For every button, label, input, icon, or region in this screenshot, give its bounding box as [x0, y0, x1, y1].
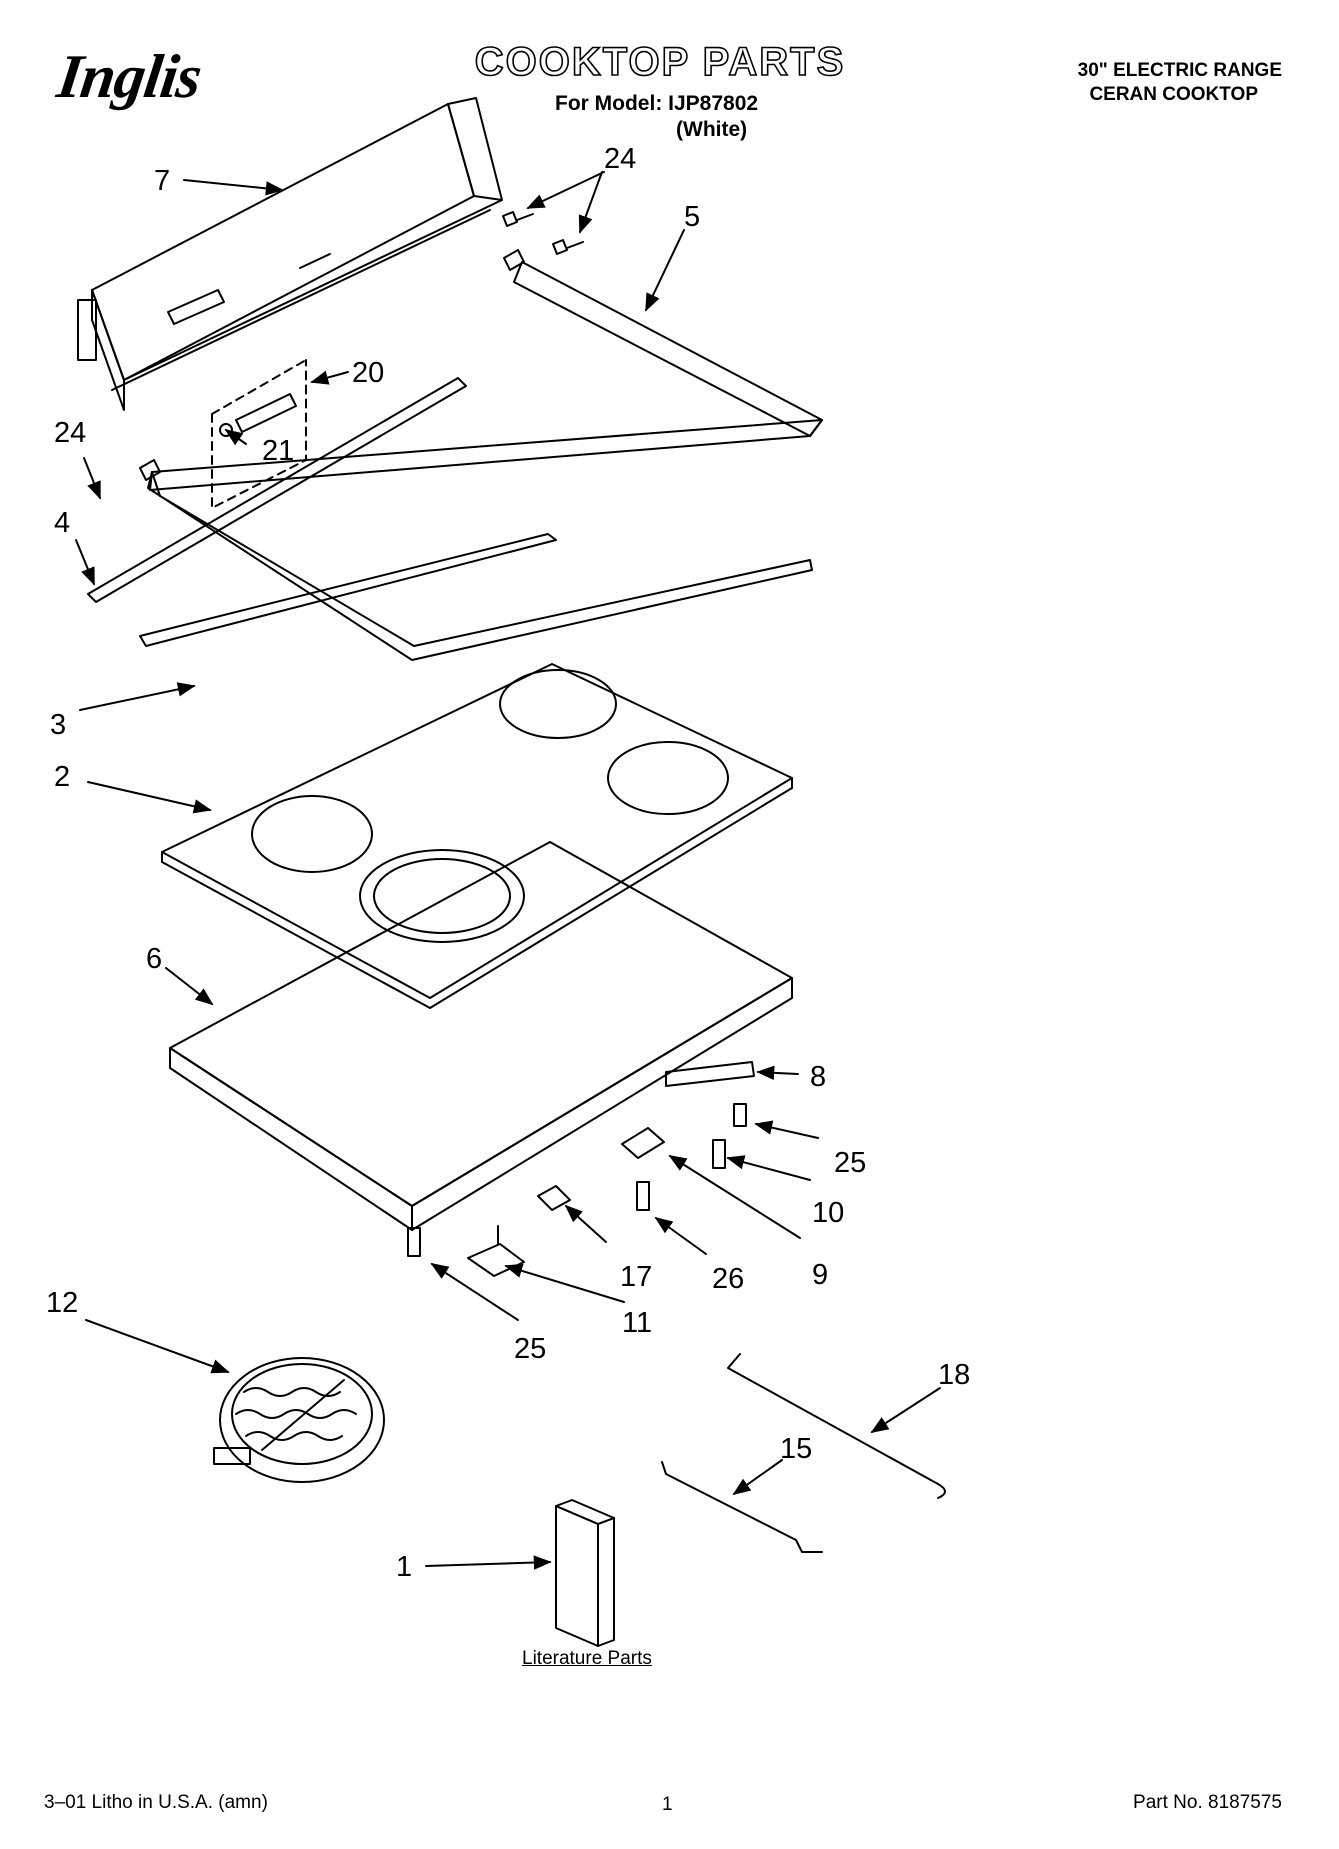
- callout-1: 1: [396, 1551, 412, 1583]
- callout-6: 6: [146, 943, 162, 975]
- part-9-clip: [621, 1127, 665, 1159]
- part-1-literature: [555, 1499, 615, 1647]
- callout-24-left: 24: [54, 417, 86, 449]
- part-number: Part No. 8187575: [1133, 1792, 1282, 1813]
- part-12-element: [213, 1357, 385, 1483]
- part-8-bracket: [665, 1061, 755, 1087]
- part-11-terminal-block: [467, 1225, 525, 1277]
- callout-9: 9: [812, 1259, 828, 1291]
- screws-lower: [407, 1103, 747, 1257]
- part-17-nut: [537, 1185, 571, 1211]
- callout-17: 17: [620, 1261, 652, 1293]
- callout-5: 5: [684, 201, 700, 233]
- part-18-rod: [727, 1353, 946, 1499]
- callout-20: 20: [352, 357, 384, 389]
- print-info: 3–01 Litho in U.S.A. (amn): [44, 1792, 268, 1813]
- part-3-gasket: [139, 533, 557, 647]
- part-24-screws-top: [502, 211, 584, 255]
- callout-26: 26: [712, 1263, 744, 1295]
- part-20-21-badge: [211, 359, 307, 509]
- part-15-rod: [661, 1461, 823, 1553]
- part-7-backguard: [77, 97, 503, 411]
- page-number: 1: [662, 1794, 673, 1815]
- callout-24-top: 24: [604, 143, 636, 175]
- leader-arrows: [75, 171, 941, 1570]
- part-6-base: [169, 841, 793, 1231]
- callout-3: 3: [50, 709, 66, 741]
- callout-18: 18: [938, 1359, 970, 1391]
- callout-8: 8: [810, 1061, 826, 1093]
- part-5-frame: [139, 249, 823, 661]
- literature-parts-label: Literature Parts: [522, 1648, 652, 1669]
- callout-25-right: 25: [834, 1147, 866, 1179]
- callout-10: 10: [812, 1197, 844, 1229]
- part-4-strip: [87, 377, 467, 603]
- range-type: 30" ELECTRIC RANGE: [1077, 60, 1282, 81]
- callout-2: 2: [54, 761, 70, 793]
- color-line: (White): [676, 118, 748, 141]
- callout-12: 12: [46, 1287, 78, 1319]
- callout-11: 11: [622, 1307, 652, 1339]
- cooktop-type: CERAN COOKTOP: [1089, 84, 1258, 105]
- callout-7: 7: [154, 165, 170, 197]
- callout-25-bottom: 25: [514, 1333, 546, 1365]
- callout-21: 21: [262, 435, 294, 467]
- model-line: For Model: IJP87802: [555, 92, 759, 115]
- callout-4: 4: [54, 507, 70, 539]
- page-title: COOKTOP PARTS: [474, 39, 846, 85]
- callout-numbers: 7 24 24 5 20 21 4 3 2 6 8 25 10 17 26 9 …: [46, 143, 970, 1583]
- callout-15: 15: [780, 1433, 812, 1465]
- part-2-glass-cooktop: [161, 663, 793, 1009]
